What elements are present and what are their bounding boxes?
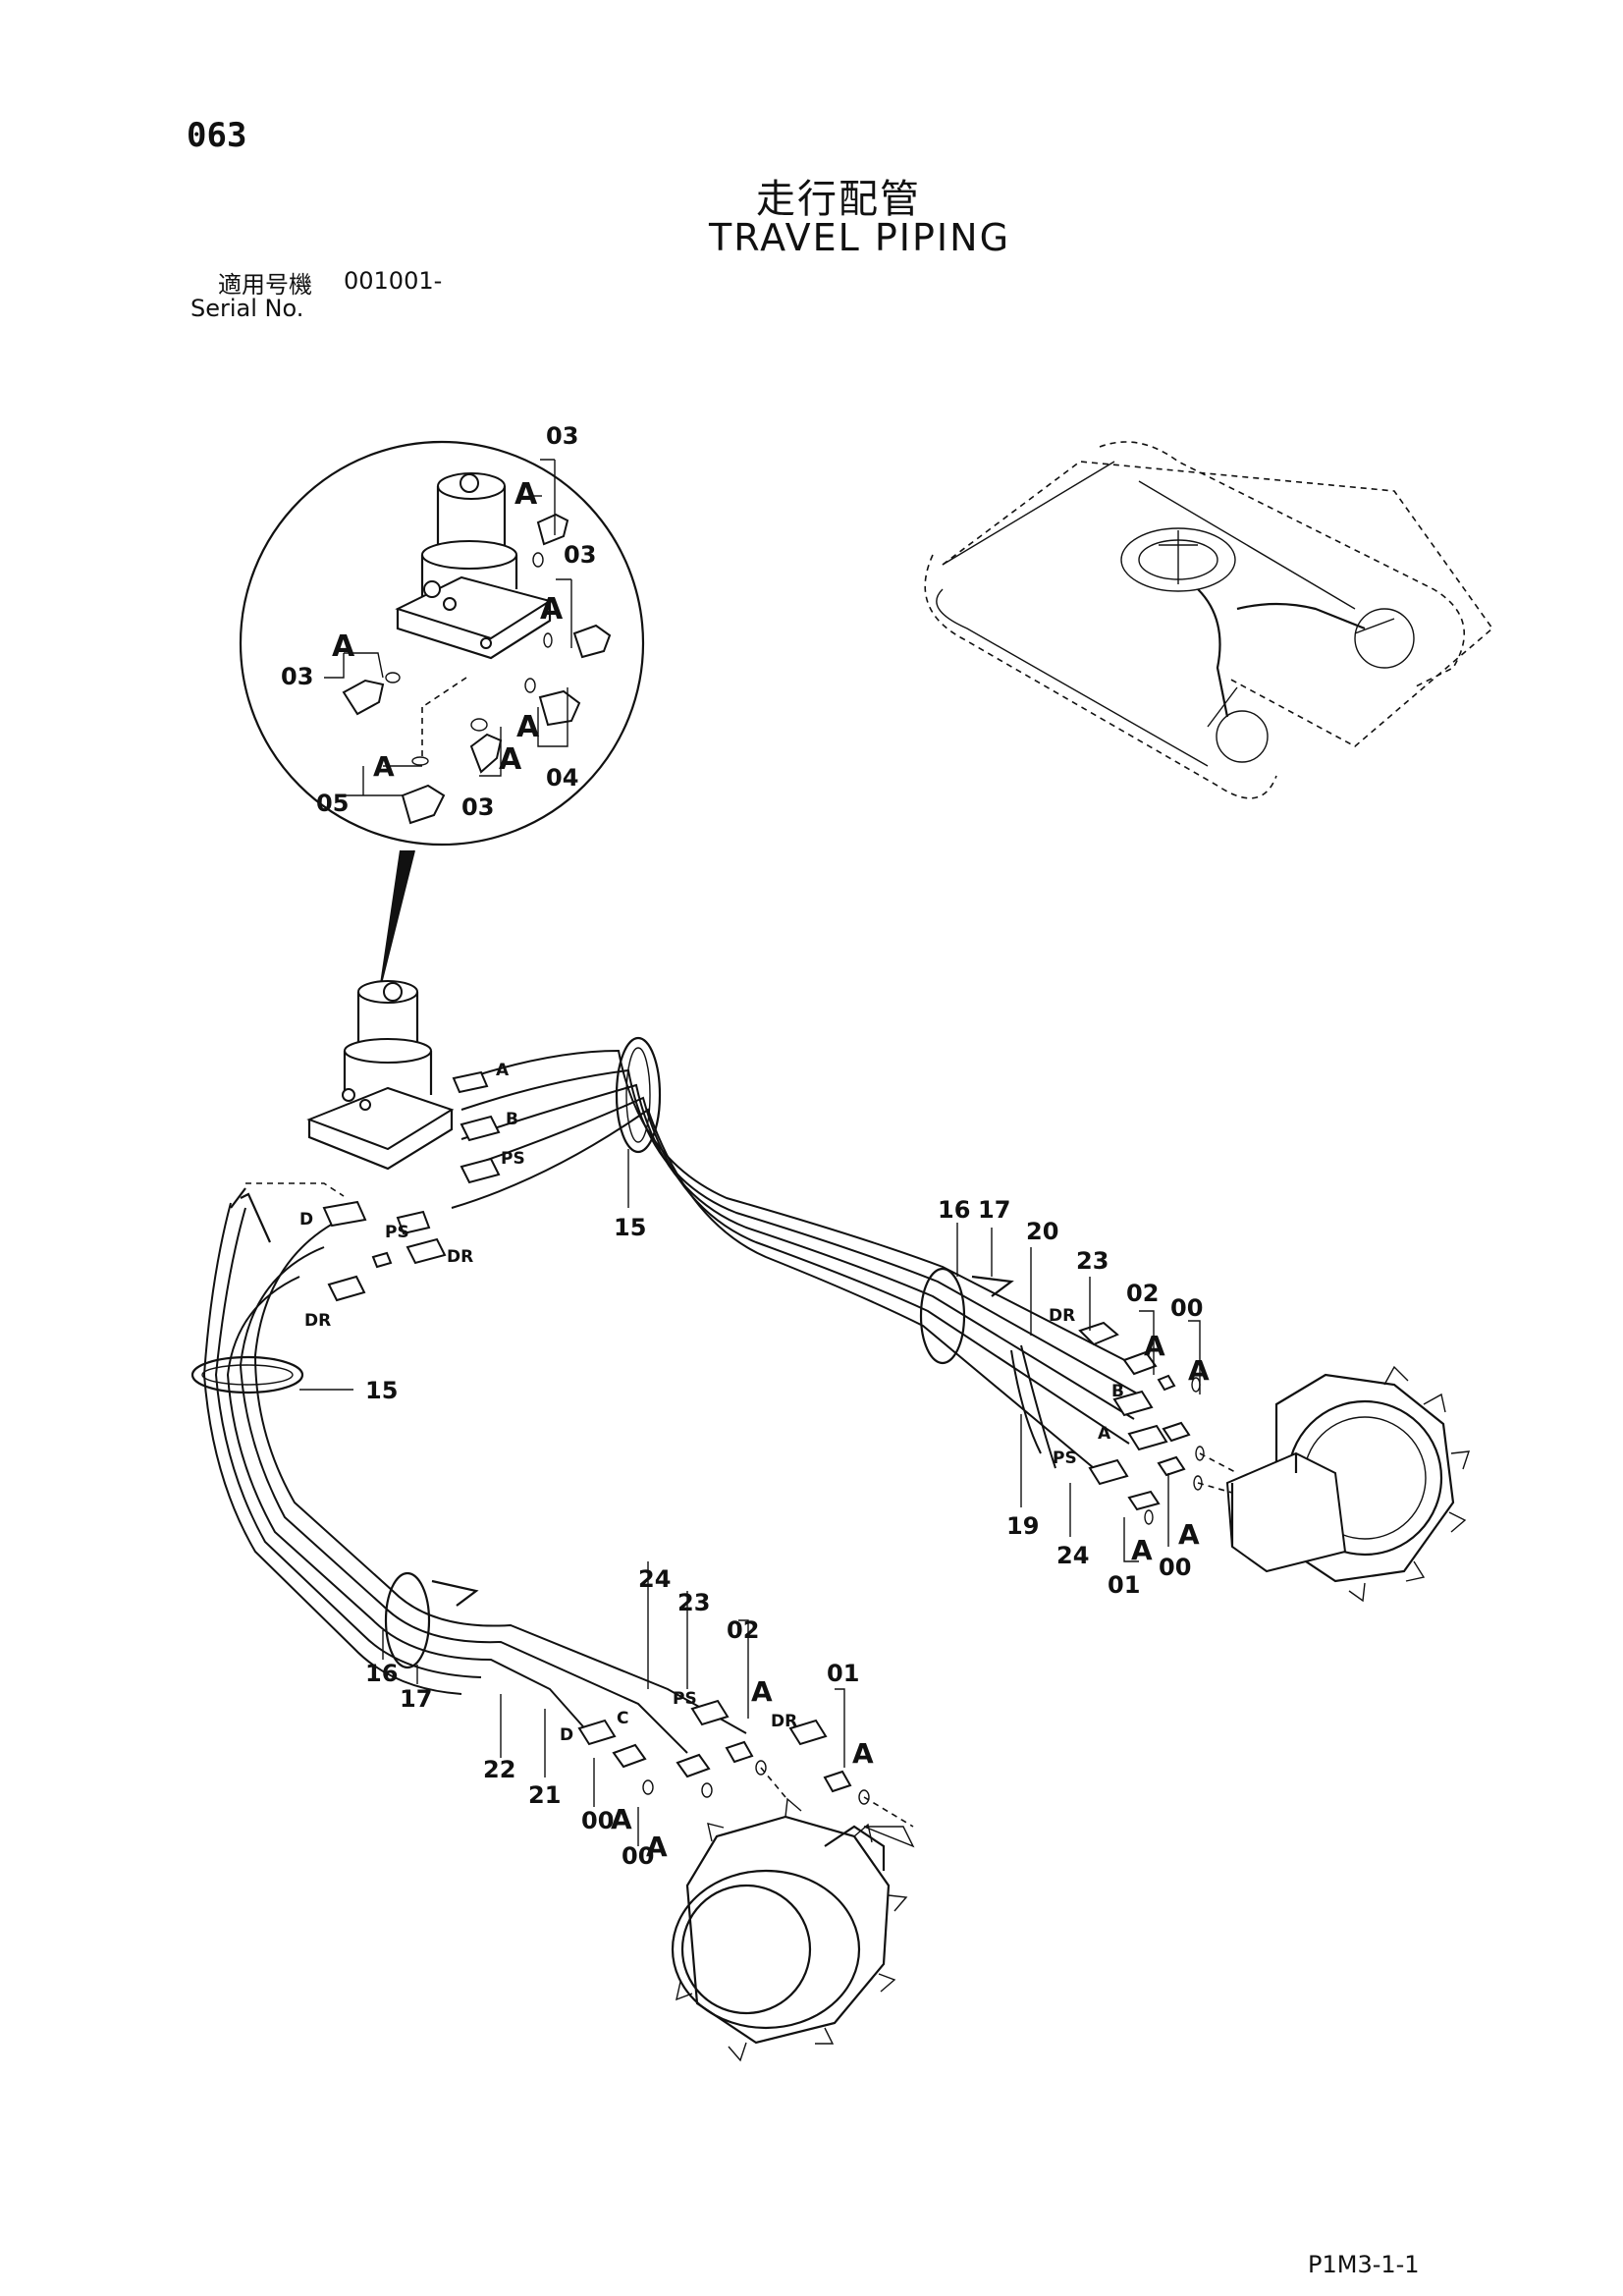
callout-16-left: 16	[365, 1660, 398, 1687]
serial-value: 001001-	[344, 267, 443, 295]
callout-04: 04	[546, 764, 578, 792]
callout-23-right: 23	[1076, 1247, 1109, 1275]
callout-00-right-bottom: 00	[1159, 1554, 1191, 1581]
callout-03: 03	[564, 541, 596, 569]
serial-label-english: Serial No.	[190, 295, 304, 322]
detail-view-circle	[239, 440, 645, 985]
callout-A: A	[611, 1803, 632, 1835]
title-japanese: 走行配管	[756, 177, 921, 222]
right-travel-motor-drawing	[1225, 1365, 1471, 1603]
port-label: DR	[447, 1247, 473, 1267]
callout-02-bottom: 02	[727, 1616, 759, 1644]
document-code: P1M3-1-1	[1308, 2251, 1420, 2278]
port-label: C	[617, 1709, 628, 1728]
callout-03-bottom: 03	[461, 793, 494, 821]
swivel-joint-main-drawing	[306, 980, 455, 1171]
callout-15-upper: 15	[614, 1214, 646, 1241]
callout-A: A	[499, 742, 522, 777]
callout-16-right: 16	[938, 1196, 970, 1224]
bottom-fittings	[577, 1699, 914, 1828]
callout-A: A	[1144, 1330, 1165, 1362]
callout-03-left: 03	[281, 663, 313, 690]
callout-19: 19	[1006, 1512, 1039, 1540]
callout-01-right: 01	[1108, 1571, 1140, 1599]
port-label: A	[1098, 1424, 1111, 1444]
callout-A: A	[1188, 1354, 1210, 1387]
port-label: DR	[771, 1712, 797, 1731]
callout-A: A	[516, 710, 540, 744]
callout-A: A	[1131, 1534, 1153, 1566]
callout-20: 20	[1026, 1218, 1058, 1245]
callout-A: A	[1178, 1518, 1200, 1551]
port-label: B	[1111, 1382, 1124, 1401]
serial-label-japanese: 適用号機	[218, 271, 312, 299]
callout-02-right: 02	[1126, 1280, 1159, 1307]
callout-23-bottom: 23	[677, 1589, 710, 1616]
callout-17-right: 17	[978, 1196, 1010, 1224]
callout-A: A	[514, 477, 538, 512]
page-number: 063	[187, 116, 247, 155]
callout-A: A	[646, 1831, 668, 1863]
port-label: B	[506, 1110, 518, 1129]
port-label: D	[299, 1210, 313, 1230]
undercarriage-overview-drawing	[924, 441, 1494, 799]
main-callouts: 15 15 16 17 20 23 02 00 A A 19 24 01 00 …	[365, 1196, 1210, 1870]
callout-01-bottom: 01	[827, 1660, 859, 1687]
hose-clamps	[190, 1036, 1014, 1669]
callout-00-right-top: 00	[1170, 1294, 1203, 1322]
callout-24-bottom: 24	[638, 1565, 671, 1593]
title-english: TRAVEL PIPING	[709, 216, 1011, 259]
port-label: DR	[1049, 1306, 1075, 1326]
callout-A: A	[332, 629, 355, 664]
callout-A: A	[540, 592, 564, 627]
callout-03-top: 03	[546, 422, 578, 450]
callout-15-left: 15	[365, 1377, 398, 1404]
port-label: PS	[673, 1689, 697, 1709]
callout-05: 05	[316, 790, 349, 817]
detail-callouts: 03 A 03 A 03 A 03 A 04 A 05 A	[281, 422, 596, 821]
callout-22: 22	[483, 1756, 515, 1783]
callout-24-right: 24	[1056, 1542, 1089, 1569]
port-label: PS	[385, 1223, 409, 1242]
left-travel-motor-drawing	[671, 1797, 915, 2062]
callout-21: 21	[528, 1781, 561, 1809]
port-label: D	[560, 1725, 573, 1745]
port-label: PS	[501, 1149, 525, 1169]
port-label: DR	[304, 1311, 331, 1331]
detail-fittings	[342, 513, 612, 825]
leader-lines	[299, 1149, 1201, 1846]
hose-bundle	[202, 1049, 1145, 1754]
swivel-joint-detail-drawing	[395, 472, 553, 660]
port-label: A	[496, 1061, 510, 1080]
callout-A: A	[852, 1737, 874, 1770]
callout-00-bottom-right: 00	[622, 1842, 654, 1870]
port-label: PS	[1053, 1449, 1077, 1468]
callout-A: A	[751, 1675, 773, 1708]
callout-00-bottom-left: 00	[581, 1807, 614, 1834]
callout-A: A	[373, 750, 395, 783]
callout-17-left: 17	[400, 1685, 432, 1713]
swivel-fittings	[230, 1070, 501, 1302]
port-letters: A B PS D PS DR DR DR B A PS D C PS DR	[299, 1061, 1124, 1745]
